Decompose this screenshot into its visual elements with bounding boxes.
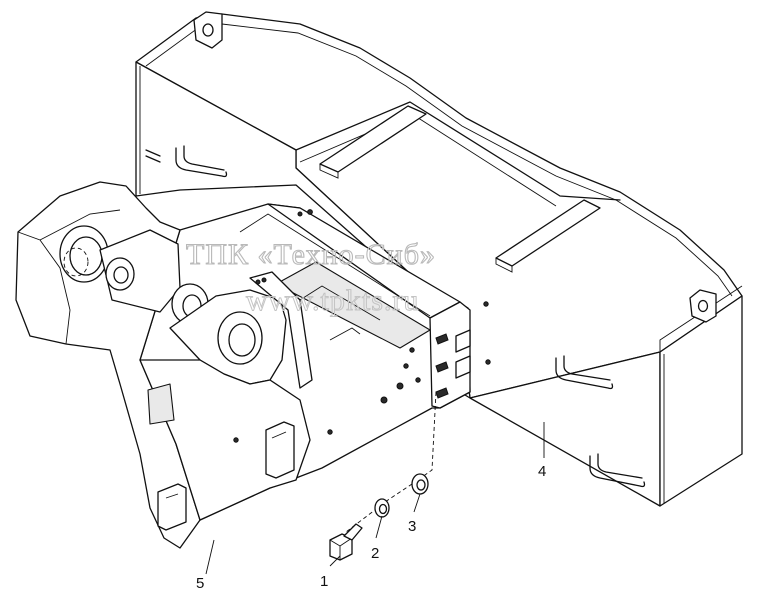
fasteners — [329, 391, 437, 561]
callout-labels: 1 2 3 4 5 — [196, 463, 546, 592]
lock-washer-part — [374, 498, 390, 518]
watermark-url: www.tpkts.ru — [246, 284, 419, 317]
rear-frame-part — [15, 181, 491, 549]
flat-washer-part — [411, 473, 429, 495]
callout-4: 4 — [538, 463, 546, 480]
counterweight-part — [135, 11, 743, 507]
leader-lines — [205, 422, 545, 575]
callout-2: 2 — [371, 545, 379, 562]
callout-3: 3 — [408, 518, 416, 535]
callout-5: 5 — [196, 575, 204, 592]
watermark-company: ТПК «Техно-Сиб» — [186, 238, 436, 271]
bolt-part — [329, 523, 363, 561]
callout-1: 1 — [320, 573, 328, 590]
watermark: ТПК «Техно-Сиб» www.tpkts.ru — [185, 237, 436, 317]
